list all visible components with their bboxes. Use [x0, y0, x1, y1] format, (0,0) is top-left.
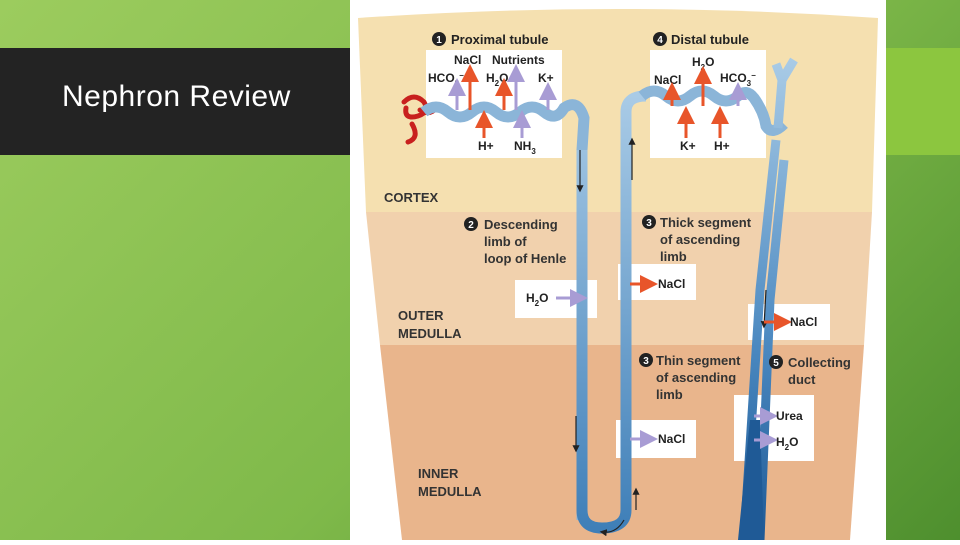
svg-text:limb of: limb of [484, 234, 527, 249]
accent-bar [886, 48, 960, 155]
svg-text:3: 3 [646, 218, 652, 229]
svg-text:NaCl: NaCl [790, 315, 817, 329]
duct-urea-h2o: Urea H2O [754, 407, 803, 452]
svg-text:duct: duct [788, 372, 816, 387]
svg-text:Collecting: Collecting [788, 355, 851, 370]
svg-text:Proximal tubule: Proximal tubule [451, 32, 549, 47]
svg-text:NaCl: NaCl [654, 73, 681, 87]
region-inner-label: INNER [418, 466, 459, 481]
proximal-tubule [420, 99, 590, 520]
flow-arrow-turn [599, 519, 625, 537]
step-1-label: 1 Proximal tubule [432, 32, 549, 47]
svg-text:limb: limb [656, 387, 683, 402]
region-cortex-label: CORTEX [384, 190, 439, 205]
collecting-duct-base [738, 420, 764, 540]
svg-text:limb: limb [660, 249, 687, 264]
svg-text:K+: K+ [538, 71, 554, 85]
svg-text:H2O: H2O [776, 435, 798, 452]
thin-nacl: NaCl [630, 430, 685, 448]
title-bar [0, 48, 350, 155]
svg-text:NH3: NH3 [514, 139, 536, 156]
region-outer-label: OUTER [398, 308, 444, 323]
step-2-label: 2 Descending limb of loop of Henle [464, 217, 566, 266]
distal-transport: H2O NaCl HCO3− K+ H+ [654, 55, 756, 153]
duct-nacl: NaCl [764, 313, 817, 331]
svg-text:3: 3 [643, 356, 649, 367]
svg-text:K+: K+ [680, 139, 696, 153]
svg-text:Nutrients: Nutrients [492, 53, 545, 67]
loop-of-henle [576, 90, 647, 534]
svg-text:of ascending: of ascending [656, 370, 736, 385]
svg-text:loop of Henle: loop of Henle [484, 251, 566, 266]
slide-title: Nephron Review [62, 80, 291, 113]
svg-text:Thin segment: Thin segment [656, 353, 741, 368]
svg-text:Distal tubule: Distal tubule [671, 32, 749, 47]
svg-text:NaCl: NaCl [658, 277, 685, 291]
svg-text:Descending: Descending [484, 217, 558, 232]
svg-text:NaCl: NaCl [454, 53, 481, 67]
svg-text:4: 4 [657, 35, 663, 46]
svg-text:of ascending: of ascending [660, 232, 740, 247]
step-3-thin-label: 3 Thin segment of ascending limb [639, 353, 741, 402]
flow-arrow-duct [760, 289, 768, 329]
descending-h2o: H2O [526, 289, 588, 308]
step-4-label: 4 Distal tubule [653, 32, 749, 47]
collecting-duct [739, 57, 798, 545]
region-outer-medulla-label: MEDULLA [398, 326, 462, 341]
svg-text:HCO3−: HCO3− [720, 71, 756, 88]
svg-text:5: 5 [773, 358, 779, 369]
step-3-thick-label: 3 Thick segment of ascending limb [642, 215, 752, 264]
proximal-transport: NaCl Nutrients HCO3− H2O K+ H+ NH3 [428, 53, 557, 156]
thick-nacl: NaCl [630, 275, 685, 293]
svg-text:1: 1 [436, 35, 442, 46]
svg-text:Urea: Urea [776, 409, 803, 423]
svg-text:Thick segment: Thick segment [660, 215, 752, 230]
svg-text:H+: H+ [478, 139, 494, 153]
step-5-label: 5 Collecting duct [769, 355, 851, 387]
svg-text:NaCl: NaCl [658, 432, 685, 446]
svg-text:H2O: H2O [526, 291, 548, 308]
nephron-diagram: CORTEX OUTER MEDULLA INNER MEDULLA 1 Pro… [350, 0, 886, 545]
svg-text:2: 2 [468, 220, 474, 231]
svg-text:H+: H+ [714, 139, 730, 153]
region-inner-medulla-label: MEDULLA [418, 484, 482, 499]
